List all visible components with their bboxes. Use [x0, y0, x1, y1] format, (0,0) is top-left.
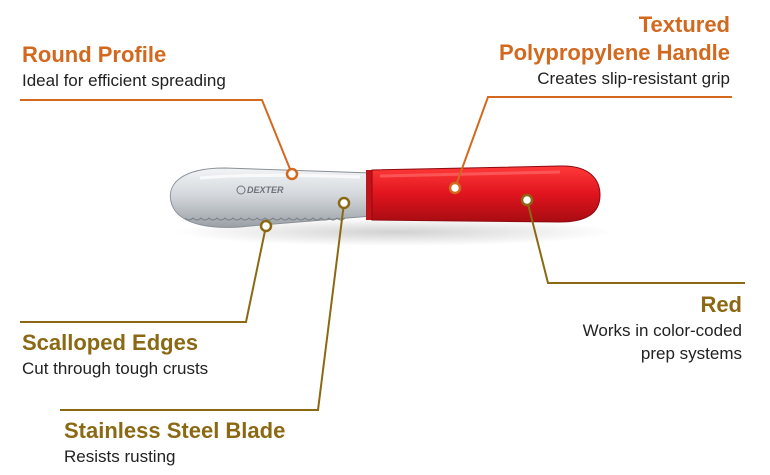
- red-desc-line1: Works in color-coded: [582, 321, 742, 340]
- leader-line-round-profile: [20, 99, 293, 175]
- blade-brand-mark: DEXTER: [247, 185, 284, 195]
- blade-logo-circle: [236, 185, 246, 195]
- red-title: Red: [700, 292, 742, 317]
- handle-highlight: [379, 170, 561, 178]
- red-desc-line2: prep systems: [640, 344, 742, 363]
- round-profile-desc: Ideal for efficient spreading: [22, 71, 226, 90]
- leader-line-red: [526, 199, 745, 284]
- scalloped-desc: Cut through tough crusts: [22, 359, 209, 378]
- blade-highlight: [199, 173, 361, 180]
- leader-line-scalloped: [20, 225, 267, 323]
- marker-round-profile: [285, 167, 299, 181]
- scalloped-title: Scalloped Edges: [22, 330, 199, 355]
- red-handle: [371, 165, 601, 223]
- marker-red: [520, 193, 534, 207]
- handle-title-line1: Textured: [638, 12, 730, 37]
- blade-title: Stainless Steel Blade: [64, 418, 286, 443]
- round-profile-title: Round Profile: [22, 42, 167, 67]
- scalloped-edge: [184, 217, 346, 221]
- knife-shadow: [175, 218, 615, 246]
- handle-title-line2: Polypropylene Handle: [498, 40, 730, 65]
- spreader-blade: [170, 167, 373, 228]
- marker-scalloped: [259, 219, 273, 233]
- handle-desc: Creates slip-resistant grip: [537, 69, 730, 88]
- handle-collar: [366, 170, 376, 220]
- leader-line-handle: [454, 96, 732, 189]
- marker-handle: [448, 181, 462, 195]
- marker-blade: [337, 196, 351, 210]
- blade-desc: Resists rusting: [64, 447, 176, 466]
- leader-line-blade: [60, 202, 345, 411]
